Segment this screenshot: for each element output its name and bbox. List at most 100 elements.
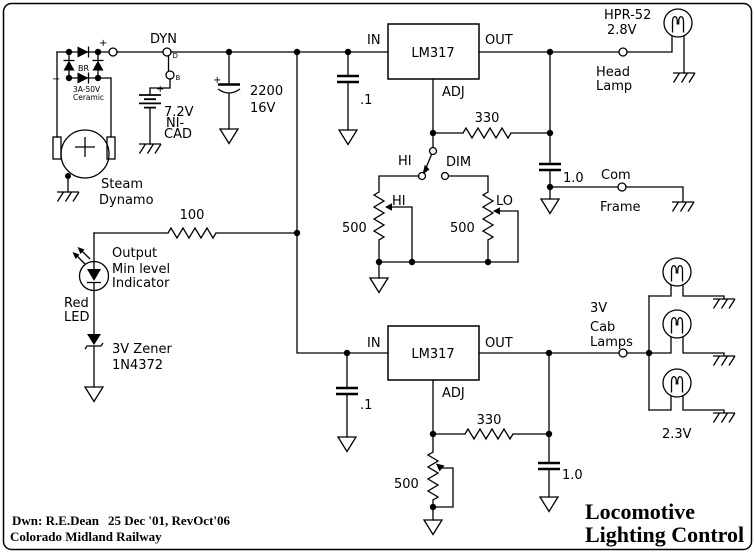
output-cap-value: 1.0 (563, 171, 584, 186)
headlamp-regulator: .1 LM317 IN OUT ADJ 330 1.0 HI DIM (335, 23, 620, 294)
common-label-2: Frame (600, 200, 641, 215)
ground-icon (423, 519, 443, 536)
pot-lo-value: 500 (450, 221, 475, 236)
output-indicator: 100 Output Min level Indicator Red LED 3… (64, 208, 298, 403)
plus-mark-icon (75, 137, 95, 157)
ground-icon (539, 496, 559, 513)
indicator-text-1: Output (112, 246, 157, 261)
cab-lamps-terminal (618, 348, 628, 358)
pin-in-label: IN (367, 336, 381, 351)
wire (296, 51, 389, 354)
cab-lamps-label-2: Cab (590, 320, 615, 335)
ground-icon (712, 412, 736, 424)
arrow-icon (72, 252, 80, 259)
bridge-rating-1: 3A-50V (73, 85, 101, 94)
switch-pole (428, 146, 438, 156)
ground-icon (540, 198, 560, 215)
ground-icon (712, 298, 736, 310)
cab-lamps-label-1: 3V (590, 301, 607, 316)
main-bus (116, 48, 389, 354)
battery-value-3: CAD (164, 127, 192, 142)
wire (432, 467, 454, 508)
wiper-arrow-icon (493, 207, 500, 215)
indicator-resistor-value: 100 (180, 208, 205, 223)
pin-b-label: B (176, 74, 181, 82)
wire (68, 51, 99, 79)
common-terminal (617, 182, 627, 192)
dynamo-label-2: Dynamo (99, 193, 154, 208)
pin-out-label: OUT (485, 336, 513, 351)
potentiometer-icon (373, 191, 385, 241)
battery-value-2: NI- (166, 116, 185, 131)
cap-voltage: 16V (250, 101, 276, 116)
ground-icon (219, 128, 239, 145)
switch-hi-label: HI (398, 154, 412, 169)
capacitor-icon (217, 88, 241, 94)
capacitor-icon (537, 162, 563, 172)
potentiometer-icon (482, 191, 494, 241)
lamp-terminal-label-2: Lamp (596, 79, 632, 94)
ground-icon (672, 72, 696, 84)
wire (496, 210, 519, 263)
lamp-icon (663, 8, 693, 38)
head-lamp: HPR-52 2.8V Head Lamp (596, 8, 696, 94)
revision: 25 Dec '01, RevOct'06 (108, 513, 231, 528)
diode-icon (76, 71, 90, 85)
junction-dot (94, 74, 102, 82)
bridge-name: BR (78, 64, 89, 73)
pin-out-label: OUT (485, 33, 513, 48)
drawing-title-2: Lighting Control (585, 522, 744, 547)
wire (648, 395, 725, 414)
pin-d-label: D (173, 52, 178, 60)
capacitor-icon (536, 461, 562, 471)
wire (648, 284, 725, 300)
ground-icon (671, 201, 695, 213)
output-cap-value: 1.0 (562, 468, 583, 483)
zener-label-1: 3V Zener (112, 342, 172, 357)
pot-lo-name: LO (496, 194, 513, 209)
led-diode-icon (87, 269, 101, 281)
regulator-part: LM317 (411, 46, 454, 61)
lo-potentiometer: LO 500 (447, 175, 519, 263)
ground-icon (138, 143, 162, 155)
minus-label: − (52, 74, 60, 85)
wiper-arrow-icon (436, 463, 445, 472)
ground-icon (338, 129, 358, 146)
pin-adj-label: ADJ (442, 386, 465, 401)
ground-icon (712, 355, 736, 367)
ground-icon (337, 436, 357, 453)
title-block: Dwn: R.E.Dean 25 Dec '01, RevOct'06 Colo… (10, 499, 744, 547)
arrow-icon (77, 247, 85, 254)
hi-dim-switch: HI DIM (398, 132, 471, 181)
drawn-by: Dwn: R.E.Dean (12, 513, 100, 528)
headlamp-terminal (618, 47, 628, 57)
junction-dot (545, 430, 553, 438)
junction-dot (65, 74, 73, 82)
brush-right (106, 136, 116, 160)
steam-dynamo: Steam Dynamo (52, 129, 154, 208)
common-label-1: Com (601, 168, 631, 183)
switch-dim-label: DIM (446, 155, 471, 170)
ground-icon (84, 386, 104, 403)
wire (626, 35, 673, 53)
lamp-part: HPR-52 (604, 8, 651, 23)
regulator-part: LM317 (411, 347, 454, 362)
common-frame: Com Frame (549, 168, 695, 215)
zener-diode (84, 334, 104, 403)
pot-hi-name: HI (392, 194, 406, 209)
pin-adj-label: ADJ (442, 85, 465, 100)
input-cap-value: .1 (360, 398, 372, 413)
junction-dot (94, 48, 102, 56)
battery-value-1: 7.2V (164, 105, 194, 120)
indicator-text-3: Indicator (112, 276, 170, 291)
hi-potentiometer: HI 500 (342, 175, 420, 263)
drawing-title-1: Locomotive (585, 499, 695, 524)
capacitor-icon (335, 74, 361, 84)
potentiometer-icon (427, 451, 439, 501)
organization: Colorado Midland Railway (10, 529, 162, 544)
junction-dot (484, 258, 492, 266)
wire (625, 186, 684, 203)
resistor-icon (167, 227, 217, 239)
